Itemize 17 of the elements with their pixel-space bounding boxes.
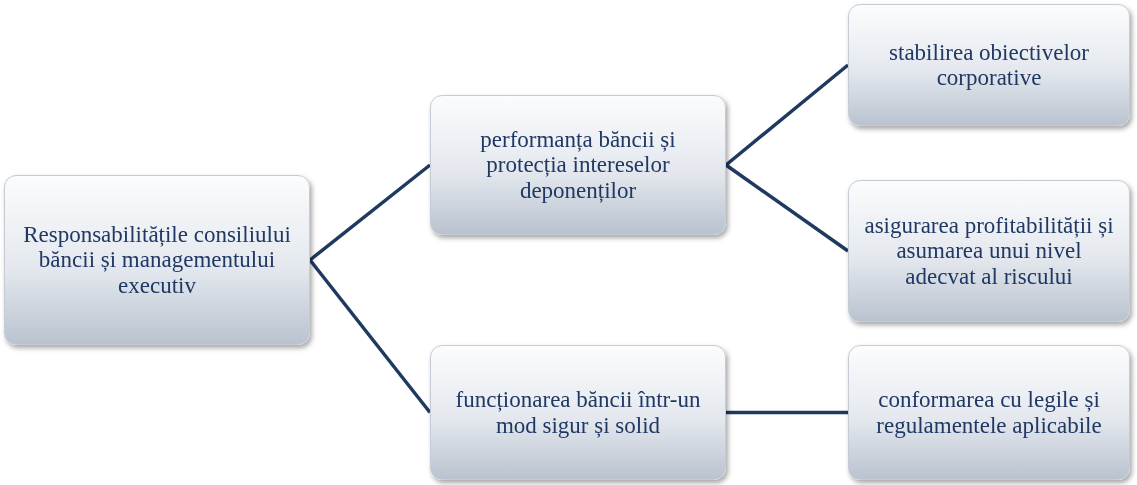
connector-line <box>724 63 850 167</box>
connector-line <box>726 410 848 415</box>
rounded-box <box>848 345 1130 480</box>
connector-line <box>725 163 849 253</box>
connector-line <box>308 163 432 262</box>
box-text: stabilirea obiectivelor corporative <box>888 39 1090 91</box>
box-text: asigurarea profitabilității și asumarea unui nivel adecvat al riscului <box>863 213 1115 289</box>
rounded-box <box>4 175 310 345</box>
rounded-box <box>848 4 1130 126</box>
box-text: funcționarea băncii într-un mod sigur și solid <box>454 387 702 438</box>
rounded-box <box>430 345 726 480</box>
box-text: Responsabilitățile consiliului băncii și managementului executiv <box>22 222 292 298</box>
rounded-box <box>848 180 1130 322</box>
connector-line <box>308 258 432 414</box>
rounded-box <box>430 95 726 235</box>
box-text: conformarea cu legile și regulamentele aplicabile <box>875 387 1103 438</box>
box-text: performanța băncii și protecția intereselor deponenților <box>479 127 677 203</box>
